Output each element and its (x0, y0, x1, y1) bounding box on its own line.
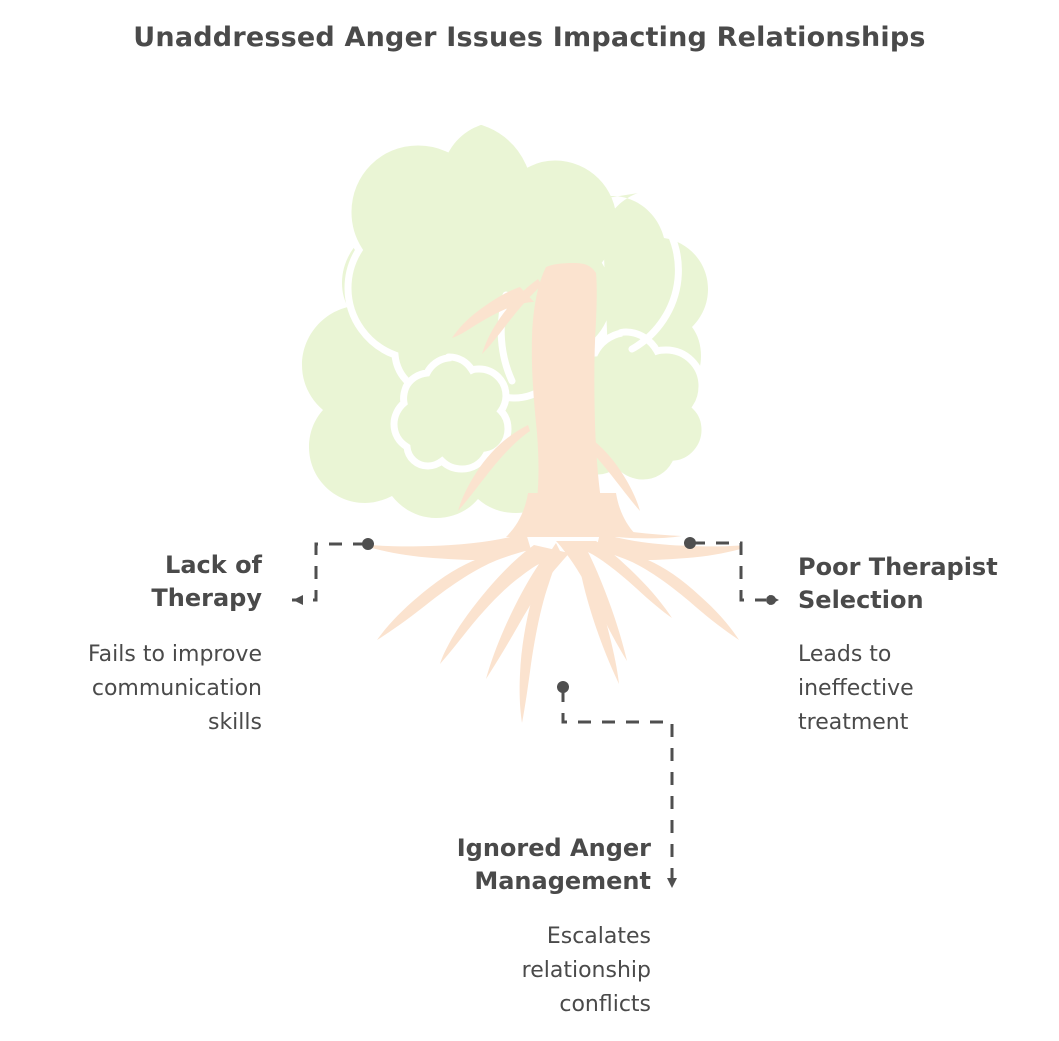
connector-right-arrowhead (769, 595, 779, 605)
branch-desc-line-3: skills (207, 710, 262, 736)
canopy-blob-small (390, 353, 512, 473)
branch-description-poor-therapist-selection: Leads to ineffective treatment (798, 638, 968, 740)
root-crown (506, 493, 638, 537)
branch-desc-line-1: Leads to (798, 642, 892, 667)
branch-title-line-1: Poor Therapist (798, 553, 998, 581)
branch-desc-line-3: conflicts (559, 992, 651, 1018)
connector-right-end-dot (766, 595, 776, 605)
tree-illustration (302, 114, 740, 723)
branch-desc-line-3: treatment (798, 710, 909, 736)
branch-title-line-2: Therapy (151, 584, 262, 613)
root-lateral-left-mid (440, 545, 569, 679)
branch-title-poor-therapist-selection: Poor Therapist Selection (798, 551, 1046, 617)
branch-desc-line-2: communication (91, 676, 262, 702)
root-lateral-right-mid (556, 541, 672, 661)
tree-roots (358, 493, 740, 723)
branch-upper-left-2 (482, 279, 542, 354)
canopy-seam-upper-right (628, 195, 682, 353)
branch-desc-line-1: Escalates (546, 924, 651, 949)
tree-trunk-and-branches (452, 263, 640, 511)
connector-bottom-arrowhead (667, 878, 677, 888)
branch-desc-line-2: relationship (521, 958, 651, 984)
branch-upper-left (452, 287, 534, 338)
branch-title-line-1: Ignored Anger (456, 834, 651, 862)
branch-desc-line-1: Fails to improve (88, 642, 262, 667)
root-tip-right-branch (601, 529, 682, 539)
branch-description-ignored-anger-management: Escalates relationship conflicts (430, 920, 651, 1022)
branch-title-lack-of-therapy: Lack of Therapy (12, 549, 262, 615)
branch-title-line-2: Management (474, 867, 651, 896)
branch-description-lack-of-therapy: Fails to improve communication skills (12, 638, 262, 740)
branch-lower-left (458, 425, 530, 511)
branch-desc-line-2: ineffective (798, 676, 914, 702)
root-lateral-far-left (358, 533, 531, 640)
root-lateral-right (596, 533, 740, 640)
branch-title-ignored-anger-management: Ignored Anger Management (380, 832, 651, 898)
tree-trunk (531, 263, 601, 499)
root-descending-left (519, 543, 561, 723)
branch-title-line-2: Selection (798, 586, 924, 615)
branch-title-line-1: Lack of (165, 551, 262, 579)
page-title: Unaddressed Anger Issues Impacting Relat… (133, 22, 926, 53)
